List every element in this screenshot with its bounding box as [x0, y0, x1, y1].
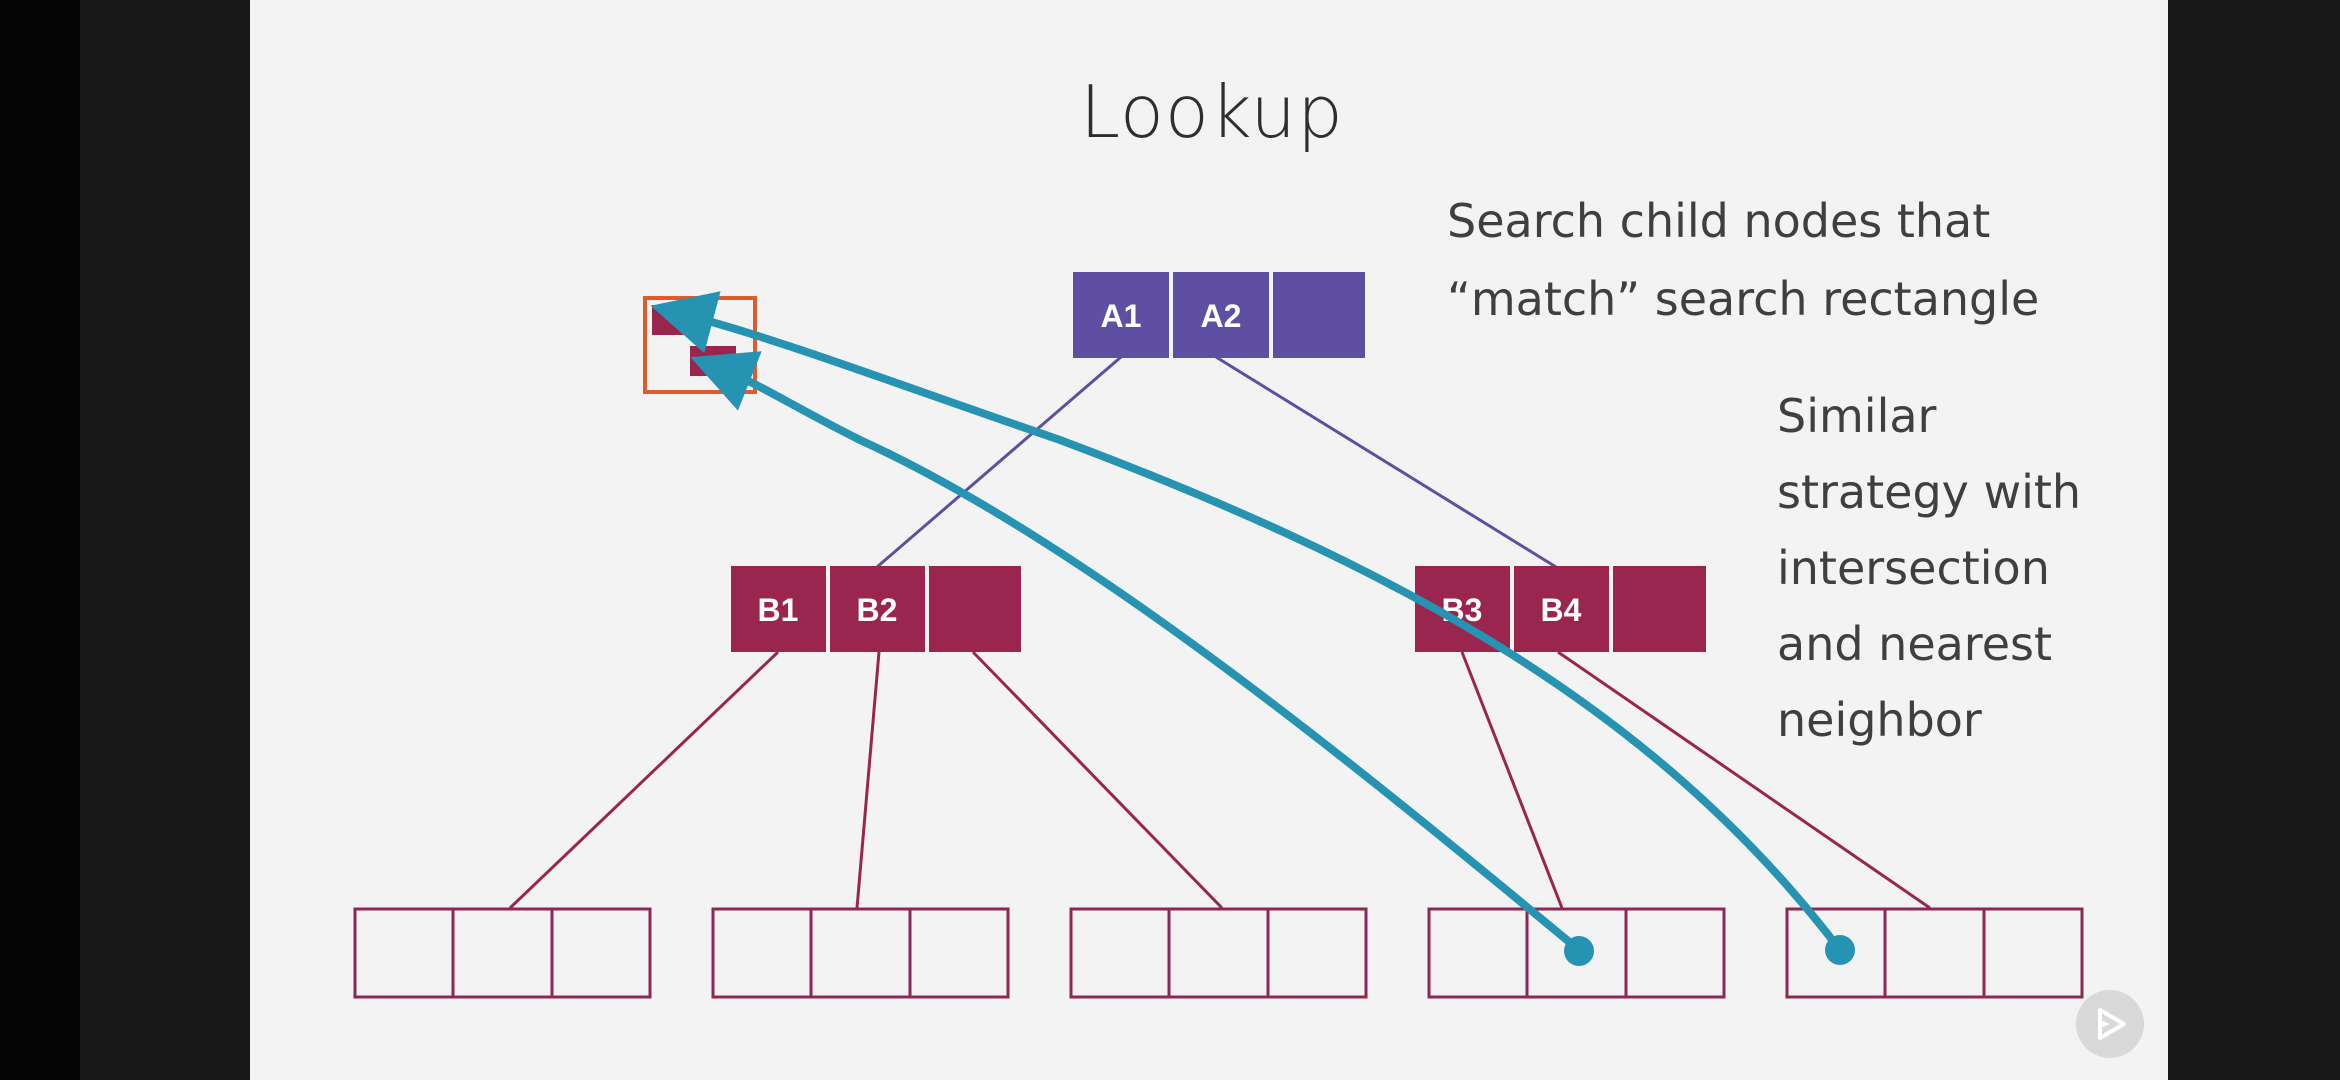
edge-b1-leaf1 — [508, 650, 780, 910]
strategy-line-2: strategy with — [1777, 465, 2082, 519]
edge-b4-leaf5 — [1557, 650, 1931, 910]
root-entry-empty — [1273, 272, 1365, 358]
node-b-right: B3 B4 — [1415, 566, 1706, 652]
search-description: Search child nodes that “match” search r… — [1447, 182, 2039, 338]
entry-b-right-empty — [1613, 566, 1706, 652]
strategy-line-5: neighbor — [1777, 693, 1982, 747]
entry-b-left-empty — [929, 566, 1021, 652]
strategy-line-3: intersection — [1777, 541, 2050, 595]
leaf-node-1 — [353, 907, 652, 999]
right-dark-bar — [2168, 0, 2340, 1080]
node-b-left: B1 B2 — [731, 566, 1021, 652]
match-arrows — [650, 291, 1855, 966]
leaf-node-2 — [711, 907, 1010, 999]
root-entry-a2 — [1173, 272, 1269, 358]
slide-title: Lookup — [1080, 70, 1344, 154]
leaf-node-3 — [1069, 907, 1368, 999]
edge-b3-leaf4 — [1460, 651, 1564, 909]
leaf-node-4 — [1427, 907, 1726, 999]
root-node: A1 A2 — [1073, 272, 1365, 358]
entry-b1 — [731, 566, 826, 652]
root-entry-a1 — [1073, 272, 1169, 358]
arrow-origin-leaf5 — [1825, 935, 1855, 965]
left-dark-bar — [80, 0, 250, 1080]
label-a1: A1 — [1101, 298, 1142, 334]
search-description-line-2: “match” search rectangle — [1447, 272, 2040, 326]
matched-object-1 — [652, 305, 698, 335]
strategy-line-4: and nearest — [1777, 617, 2053, 671]
edge-a2-b — [1215, 355, 1557, 569]
label-a2: A2 — [1201, 298, 1242, 334]
leaf-node-5 — [1785, 907, 2084, 999]
slide — [250, 0, 2168, 1080]
inner-connectors — [508, 650, 1931, 910]
strategy-line-1: Similar — [1777, 389, 1937, 443]
play-icon — [2098, 1008, 2126, 1040]
edge-b2-leaf2 — [855, 651, 881, 909]
arrow-leaf4-to-object2 — [690, 351, 1582, 954]
entry-b4 — [1514, 566, 1609, 652]
play-button[interactable] — [2076, 990, 2144, 1058]
edge-a1-b — [876, 355, 1122, 569]
label-b1: B1 — [758, 592, 799, 628]
search-description-line-1: Search child nodes that — [1447, 194, 1991, 248]
label-b4: B4 — [1541, 592, 1582, 628]
matched-object-2 — [690, 346, 736, 376]
strategy-description: Similar strategy with intersection and n… — [1777, 378, 2081, 758]
arrow-origin-leaf4 — [1564, 936, 1594, 966]
edge-b2e-leaf3 — [971, 650, 1224, 910]
left-black-bar — [0, 0, 80, 1080]
leaf-nodes — [353, 907, 2084, 999]
label-b2: B2 — [857, 592, 898, 628]
arrow-leaf5-to-object1 — [650, 291, 1844, 953]
entry-b2 — [830, 566, 925, 652]
root-connectors — [876, 355, 1557, 569]
